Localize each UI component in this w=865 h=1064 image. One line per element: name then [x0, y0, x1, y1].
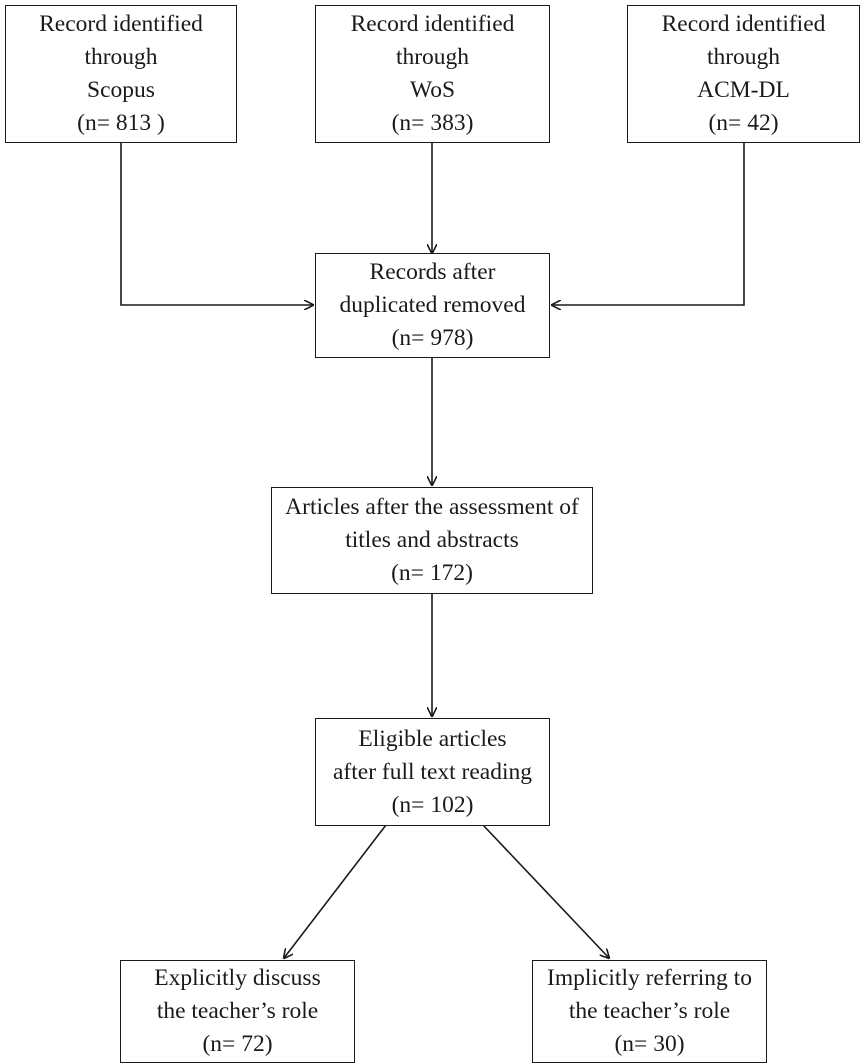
acm-records-box: Record identified through ACM-DL (n= 42)	[627, 5, 860, 143]
wos-line-1: Record identified	[350, 11, 515, 37]
explicit-line-2: the teacher’s role	[156, 998, 319, 1024]
scopus-records-box: Record identified through Scopus (n= 813…	[5, 5, 237, 143]
wos-source-label: WoS	[409, 77, 456, 103]
screening-line-2: titles and abstracts	[345, 527, 519, 553]
implicit-role-box: Implicitly referring to the teacher’s ro…	[532, 960, 767, 1063]
wos-line-2: through	[395, 44, 470, 70]
duplicates-line-1: Records after	[369, 259, 496, 285]
acm-line-2: through	[706, 44, 781, 70]
eligible-line-1: Eligible articles	[358, 725, 507, 752]
wos-count: (n= 383)	[391, 110, 474, 136]
screening-count: (n= 172)	[391, 560, 473, 586]
acm-source-label: ACM-DL	[697, 77, 790, 103]
implicit-line-2: the teacher’s role	[568, 998, 731, 1024]
wos-records-box: Record identified through WoS (n= 383)	[315, 5, 550, 143]
acm-line-1: Record identified	[661, 11, 826, 37]
explicit-line-1: Explicitly discuss	[154, 965, 321, 991]
screening-line-1: Articles after the assessment of	[285, 494, 579, 520]
eligible-line-2: after full text reading	[332, 758, 532, 785]
arrow-eligible-to-implicit	[482, 824, 609, 958]
arrow-scopus-to-duplicates	[120, 142, 313, 305]
eligible-articles-box: Eligible articles after full text readin…	[315, 718, 550, 826]
screening-box: Articles after the assessment of titles …	[271, 487, 593, 594]
scopus-line-1: Record identified	[39, 11, 203, 37]
scopus-count: (n= 813 )	[77, 110, 165, 136]
duplicates-line-2: duplicated removed	[339, 292, 526, 318]
duplicates-count: (n= 978)	[391, 325, 474, 351]
implicit-line-1: Implicitly referring to	[547, 965, 752, 991]
eligible-count: (n= 102)	[391, 791, 474, 818]
scopus-source-label: Scopus	[87, 77, 155, 103]
acm-count: (n= 42)	[708, 110, 779, 136]
arrow-eligible-to-explicit	[284, 824, 387, 958]
duplicates-removed-box: Records after duplicated removed (n= 978…	[315, 253, 550, 358]
scopus-line-2: through	[84, 44, 158, 70]
explicit-role-box: Explicitly discuss the teacher’s role (n…	[120, 960, 355, 1063]
implicit-count: (n= 30)	[614, 1031, 685, 1057]
explicit-count: (n= 72)	[202, 1031, 273, 1057]
arrow-acm-to-duplicates	[552, 142, 745, 305]
